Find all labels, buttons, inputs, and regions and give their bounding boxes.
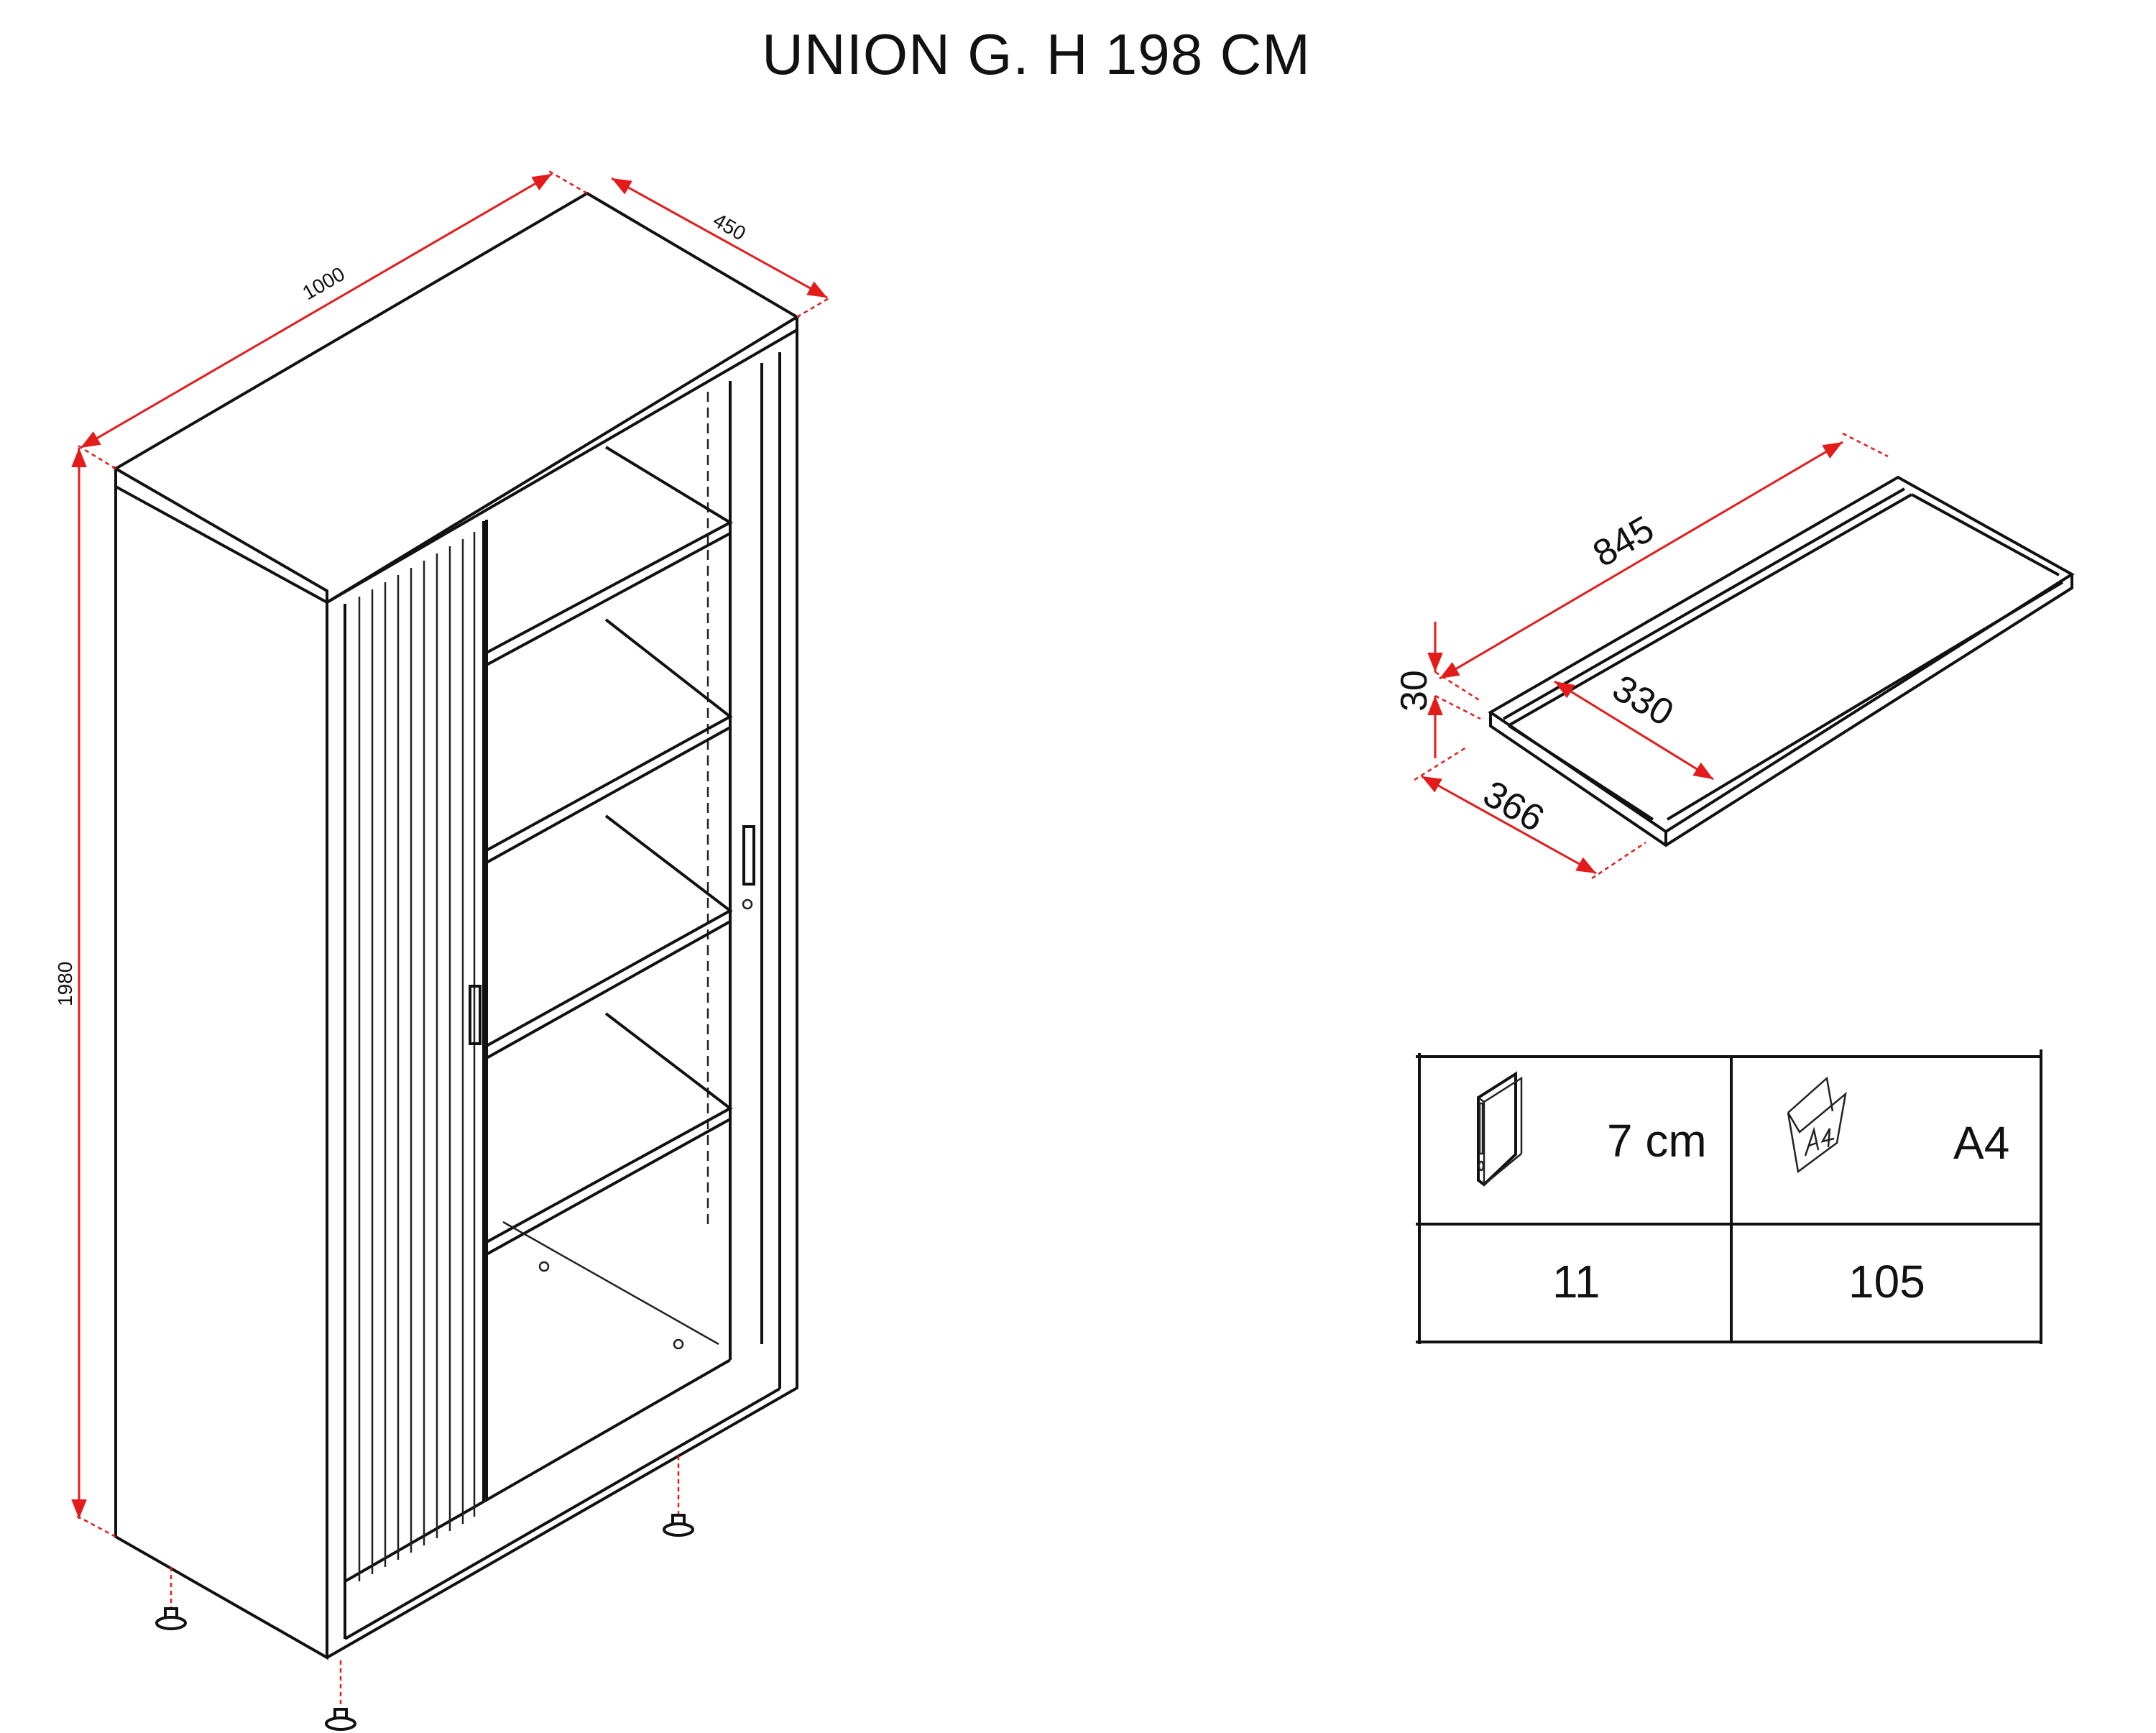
- height-label: 1980: [54, 962, 76, 1006]
- shelf-thickness-label: 30: [1393, 670, 1435, 712]
- binder-width-label: 7 cm: [1607, 1115, 1707, 1167]
- page-title: UNION G. H 198 CM: [762, 22, 1311, 86]
- cabinet-body: [113, 191, 800, 1660]
- hanging-folder-icon: [1787, 1076, 1847, 1174]
- leveling-feet: [155, 1456, 694, 1731]
- shelf-depth-label: 366: [1476, 773, 1551, 840]
- foot-icon: [155, 1567, 187, 1630]
- foot-icon: [663, 1456, 694, 1537]
- shelf-length-label: 845: [1586, 508, 1661, 576]
- binder-icon: [1477, 1071, 1523, 1187]
- folder-capacity-value: 105: [1848, 1256, 1925, 1307]
- door-handle-right: [742, 825, 755, 886]
- shelves: [486, 392, 734, 1350]
- door-handle: [469, 985, 482, 1045]
- width-label: 1000: [299, 262, 349, 304]
- capacity-table: [1416, 1049, 2042, 1344]
- shelf-drawing: 845 330 366 30: [1393, 432, 2075, 880]
- foot-icon: [325, 1660, 356, 1731]
- tambour-door: [358, 520, 755, 1581]
- binder-capacity-value: 11: [1552, 1256, 1600, 1307]
- dimension-height: 1980: [54, 448, 116, 1538]
- lock-icon: [742, 898, 753, 910]
- depth-label: 450: [709, 208, 750, 244]
- folder-size-label: A4: [1953, 1117, 2010, 1169]
